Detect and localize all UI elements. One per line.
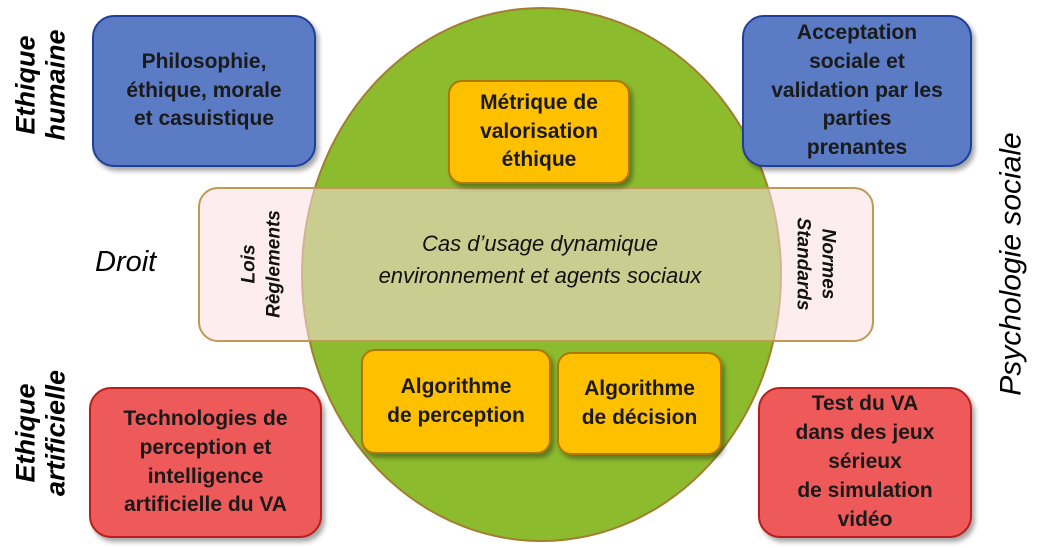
ethique-artificielle-line-2: artificielle xyxy=(40,369,70,497)
metric-line-1: Métrique de xyxy=(480,90,598,114)
band-right-line-1: Normes xyxy=(817,228,839,300)
technologies-line-1: Technologies de xyxy=(123,406,288,430)
philosophy-line-2: éthique, morale xyxy=(126,78,282,102)
test-va-line-4: de simulation xyxy=(797,478,933,502)
acceptance-line-4: parties xyxy=(822,107,892,131)
band-left-text: Lois Règlements xyxy=(237,210,286,318)
center-label: Cas d’usage dynamique environnement et a… xyxy=(320,228,760,292)
acceptance-line-3: validation par les xyxy=(771,78,943,102)
band-right-line-2: Standards xyxy=(793,217,814,311)
droit-label: Droit xyxy=(95,246,157,278)
decision-line-1: Algorithme xyxy=(584,376,695,400)
test-va-box: Test du VA dans des jeux sérieux de simu… xyxy=(758,387,972,538)
decision-line-2: de décision xyxy=(581,405,698,429)
technologies-line-2: perception et xyxy=(139,435,272,459)
philosophy-line-1: Philosophie, xyxy=(141,49,267,73)
perception-line-2: de perception xyxy=(387,403,525,427)
perception-box: Algorithme de perception xyxy=(361,349,551,454)
ethique-artificielle-line-1: Ethique xyxy=(10,383,41,483)
acceptance-box: Acceptation sociale et validation par le… xyxy=(742,15,972,167)
technologies-line-3: intelligence xyxy=(147,464,264,488)
technologies-box: Technologies de perception et intelligen… xyxy=(89,387,322,538)
philosophy-line-3: et casuistique xyxy=(133,107,275,131)
acceptance-line-1: Acceptation xyxy=(796,20,918,44)
band-left-line-1: Lois xyxy=(238,244,260,284)
perception-line-1: Algorithme xyxy=(400,374,512,398)
philosophy-box: Philosophie, éthique, morale et casuisti… xyxy=(92,15,316,167)
band-left-line-2: Règlements xyxy=(263,210,284,318)
technologies-line-4: artificielle du VA xyxy=(123,493,287,517)
test-va-line-5: vidéo xyxy=(837,507,893,531)
metric-box: Métrique de valorisation éthique xyxy=(448,80,630,184)
band-right-text: Normes Standards xyxy=(790,218,839,311)
ethique-humaine-line-1: Ethique xyxy=(10,35,41,135)
metric-line-3: éthique xyxy=(501,148,577,172)
acceptance-line-5: prenantes xyxy=(806,136,908,160)
test-va-line-3: sérieux xyxy=(828,450,902,474)
test-va-line-1: Test du VA xyxy=(811,392,919,416)
metric-line-2: valorisation xyxy=(480,119,598,143)
center-label-line-2: environnement et agents sociaux xyxy=(378,262,702,288)
ethique-humaine-label: Ethique humaine xyxy=(10,29,70,141)
acceptance-line-2: sociale et xyxy=(809,49,905,73)
psychologie-sociale-label: Psychologie sociale xyxy=(994,132,1028,396)
decision-box: Algorithme de décision xyxy=(557,352,722,455)
test-va-line-2: dans des jeux xyxy=(795,421,935,445)
law-band xyxy=(198,187,874,342)
ethique-artificielle-label: Ethique artificielle xyxy=(10,369,70,497)
ethique-humaine-line-2: humaine xyxy=(40,29,70,141)
center-label-line-1: Cas d’usage dynamique xyxy=(421,231,659,256)
